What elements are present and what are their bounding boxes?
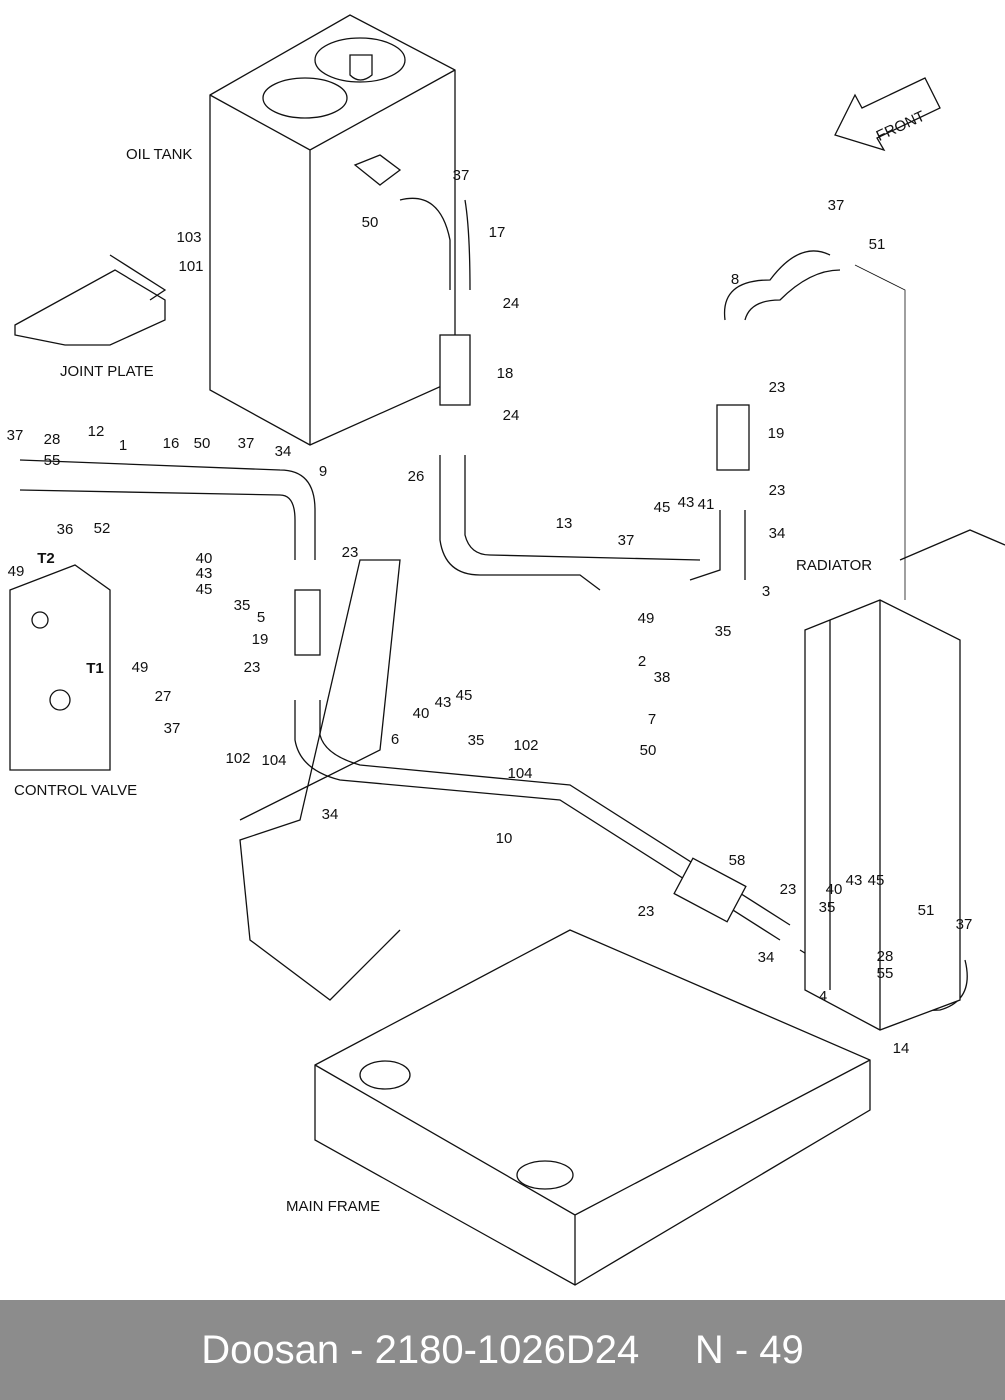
front-arrow-icon bbox=[834, 77, 941, 152]
part-callout-45: 45 bbox=[868, 872, 885, 889]
part-callout-49: 49 bbox=[132, 659, 149, 676]
part-callout-103: 103 bbox=[176, 229, 201, 246]
part-callout-8: 8 bbox=[731, 271, 739, 288]
part-callout-34: 34 bbox=[275, 443, 292, 460]
part-callout-28: 28 bbox=[877, 948, 894, 965]
hydraulic-piping-diagram: OIL TANK JOINT PLATE CONTROL VALVE RADIA… bbox=[7, 14, 1005, 1286]
part-callout-49: 49 bbox=[8, 563, 25, 580]
part-callout-104: 104 bbox=[507, 765, 532, 782]
part-callout-40: 40 bbox=[826, 881, 843, 898]
part-callout-27: 27 bbox=[155, 688, 172, 705]
part-callout-43: 43 bbox=[435, 694, 452, 711]
part-callout-5: 5 bbox=[257, 609, 265, 626]
part-number: 2180-1026D24 bbox=[374, 1327, 640, 1372]
part-callout-14: 14 bbox=[893, 1040, 910, 1057]
part-callout-2: 2 bbox=[638, 653, 646, 670]
part-callout-51: 51 bbox=[918, 902, 935, 919]
part-callout-45: 45 bbox=[654, 499, 671, 516]
part-callout-10: 10 bbox=[496, 830, 513, 847]
part-callout-43: 43 bbox=[678, 494, 695, 511]
part-callout-24: 24 bbox=[503, 407, 520, 424]
part-callout-50: 50 bbox=[640, 742, 657, 759]
part-callout-37: 37 bbox=[238, 435, 255, 452]
part-callout-3: 3 bbox=[762, 583, 770, 600]
part-callout-52: 52 bbox=[94, 520, 111, 537]
part-callout-12: 12 bbox=[88, 423, 105, 440]
control-valve-label: CONTROL VALVE bbox=[14, 782, 137, 799]
part-callout-19: 19 bbox=[252, 631, 269, 648]
part-callout-58: 58 bbox=[729, 852, 746, 869]
part-callout-37: 37 bbox=[164, 720, 181, 737]
part-callout-40: 40 bbox=[196, 550, 213, 567]
part-callout-35: 35 bbox=[819, 899, 836, 916]
part-callout-45: 45 bbox=[456, 687, 473, 704]
part-callout-24: 24 bbox=[503, 295, 520, 312]
part-callout-23: 23 bbox=[780, 881, 797, 898]
part-callout-45: 45 bbox=[196, 581, 213, 598]
part-callout-13: 13 bbox=[556, 515, 573, 532]
part-callout-102: 102 bbox=[513, 737, 538, 754]
joint-plate-label: JOINT PLATE bbox=[60, 363, 154, 380]
part-callout-50: 50 bbox=[194, 435, 211, 452]
part-callout-23: 23 bbox=[769, 482, 786, 499]
brand: Doosan bbox=[201, 1327, 340, 1372]
main-frame-drawing bbox=[239, 559, 871, 1286]
control-valve-drawing bbox=[9, 564, 111, 771]
part-callout-23: 23 bbox=[244, 659, 261, 676]
port-t1-label: T1 bbox=[86, 660, 104, 677]
port-t2-label: T2 bbox=[37, 550, 55, 567]
part-callout-37: 37 bbox=[828, 197, 845, 214]
joint-plate-drawing bbox=[14, 254, 167, 346]
radiator-drawing bbox=[804, 529, 1005, 1031]
part-callout-38: 38 bbox=[654, 669, 671, 686]
part-callout-36: 36 bbox=[57, 521, 74, 538]
part-callout-23: 23 bbox=[769, 379, 786, 396]
line-art bbox=[9, 14, 1005, 1286]
part-callout-26: 26 bbox=[408, 468, 425, 485]
part-callout-34: 34 bbox=[769, 525, 786, 542]
radiator-label: RADIATOR bbox=[796, 557, 872, 574]
part-callout-40: 40 bbox=[413, 705, 430, 722]
part-callout-23: 23 bbox=[638, 903, 655, 920]
part-callout-16: 16 bbox=[163, 435, 180, 452]
part-callout-50: 50 bbox=[362, 214, 379, 231]
part-callout-41: 41 bbox=[698, 496, 715, 513]
oil-tank-drawing bbox=[209, 14, 456, 446]
part-callout-6: 6 bbox=[391, 731, 399, 748]
part-callout-28: 28 bbox=[44, 431, 61, 448]
part-callout-4: 4 bbox=[819, 988, 827, 1005]
part-callout-9: 9 bbox=[319, 463, 327, 480]
oil-tank-label: OIL TANK bbox=[126, 146, 192, 163]
part-callout-37: 37 bbox=[956, 916, 973, 933]
part-callout-37: 37 bbox=[7, 427, 24, 444]
part-callout-43: 43 bbox=[196, 565, 213, 582]
part-callout-35: 35 bbox=[234, 597, 251, 614]
part-callout-7: 7 bbox=[648, 711, 656, 728]
part-callout-104: 104 bbox=[261, 752, 286, 769]
part-callout-34: 34 bbox=[758, 949, 775, 966]
part-callout-55: 55 bbox=[44, 452, 61, 469]
part-callout-35: 35 bbox=[715, 623, 732, 640]
hose-assembly-drawing bbox=[19, 197, 968, 1011]
part-callout-101: 101 bbox=[178, 258, 203, 275]
main-frame-label: MAIN FRAME bbox=[286, 1198, 380, 1215]
part-callout-1: 1 bbox=[119, 437, 127, 454]
part-callout-18: 18 bbox=[497, 365, 514, 382]
part-callout-49: 49 bbox=[638, 610, 655, 627]
part-callout-23: 23 bbox=[342, 544, 359, 561]
part-callout-37: 37 bbox=[453, 167, 470, 184]
part-callout-34: 34 bbox=[322, 806, 339, 823]
part-callout-35: 35 bbox=[468, 732, 485, 749]
part-callout-51: 51 bbox=[869, 236, 886, 253]
part-callout-43: 43 bbox=[846, 872, 863, 889]
part-callout-17: 17 bbox=[489, 224, 506, 241]
part-callout-19: 19 bbox=[768, 425, 785, 442]
page-number: N - 49 bbox=[694, 1327, 804, 1372]
footer-bar: Doosan - 2180-1026D24 N - 49 bbox=[0, 1300, 1005, 1400]
part-callout-55: 55 bbox=[877, 965, 894, 982]
part-callout-102: 102 bbox=[225, 750, 250, 767]
part-callout-37: 37 bbox=[618, 532, 635, 549]
